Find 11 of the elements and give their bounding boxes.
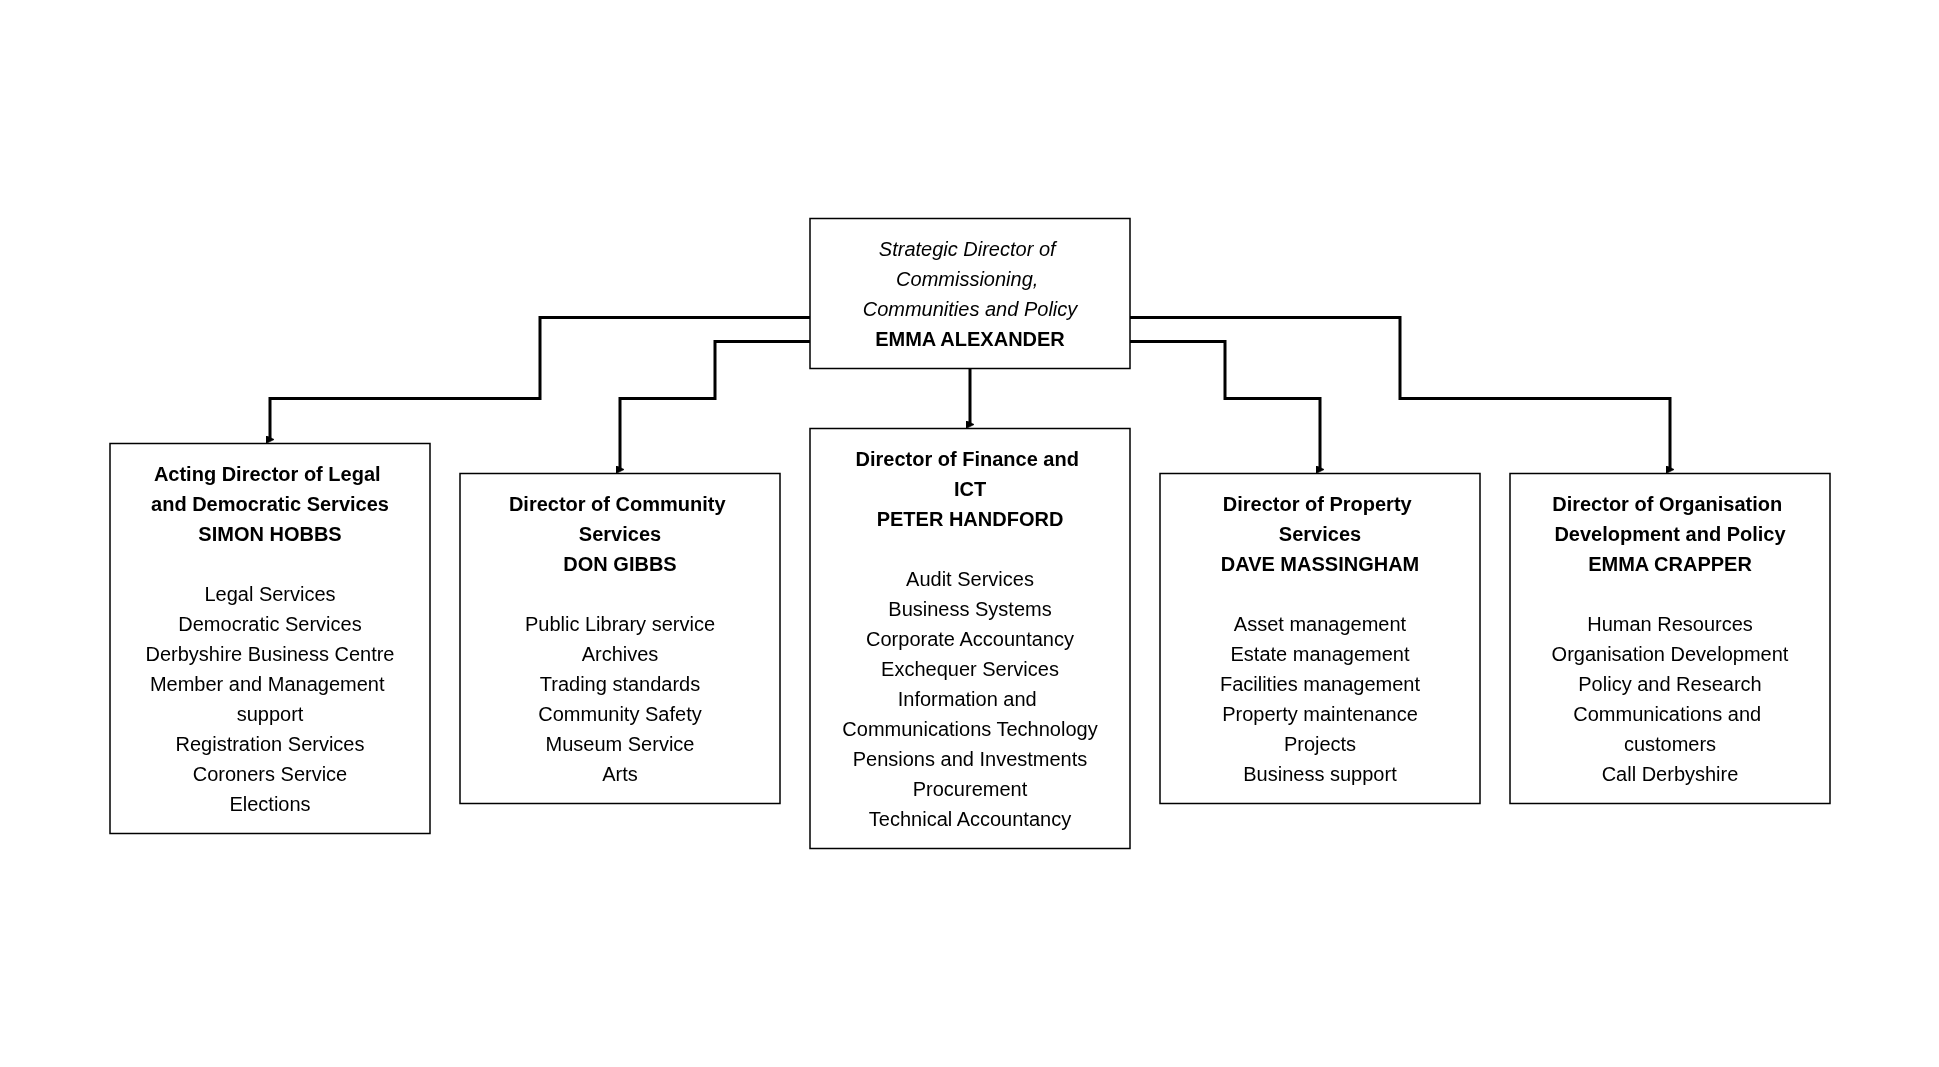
node-box: Director of Organisation Development and Policy EMMA CRAPPER Human Resources Organisation Development Policy and Research Communications and customers Call Derbyshire [1508, 472, 1831, 805]
arrow [1129, 316, 1674, 474]
arrow [615, 340, 810, 474]
node-box: Strategic Director of Commissioning, Communities and Policy EMMA ALEXANDER [808, 217, 1131, 370]
arrow [965, 367, 974, 429]
arrow [1129, 340, 1324, 474]
node-box: Director of Property Services DAVE MASSINGHAM Asset management Estate management Facilities management Property maintenance Projects Business support [1158, 472, 1481, 805]
node-box: Director of Finance and ICT PETER HANDFORD Audit Services Business Systems Corporate Accountancy Exchequer Services Information and Communications Technology Pensions and Investments Procurement Technical Accountancy [808, 427, 1131, 850]
node-box: Director of Community Services DON GIBBS Public Library service Archives Trading standards Community Safety Museum Service Arts [458, 472, 781, 805]
node-box: Acting Director of Legal and Democratic Services SIMON HOBBS Legal Services Democratic Services Derbyshire Business Centre Member and Management support Registration Services Coroners Service Elections [108, 442, 431, 835]
arrow [265, 316, 810, 444]
